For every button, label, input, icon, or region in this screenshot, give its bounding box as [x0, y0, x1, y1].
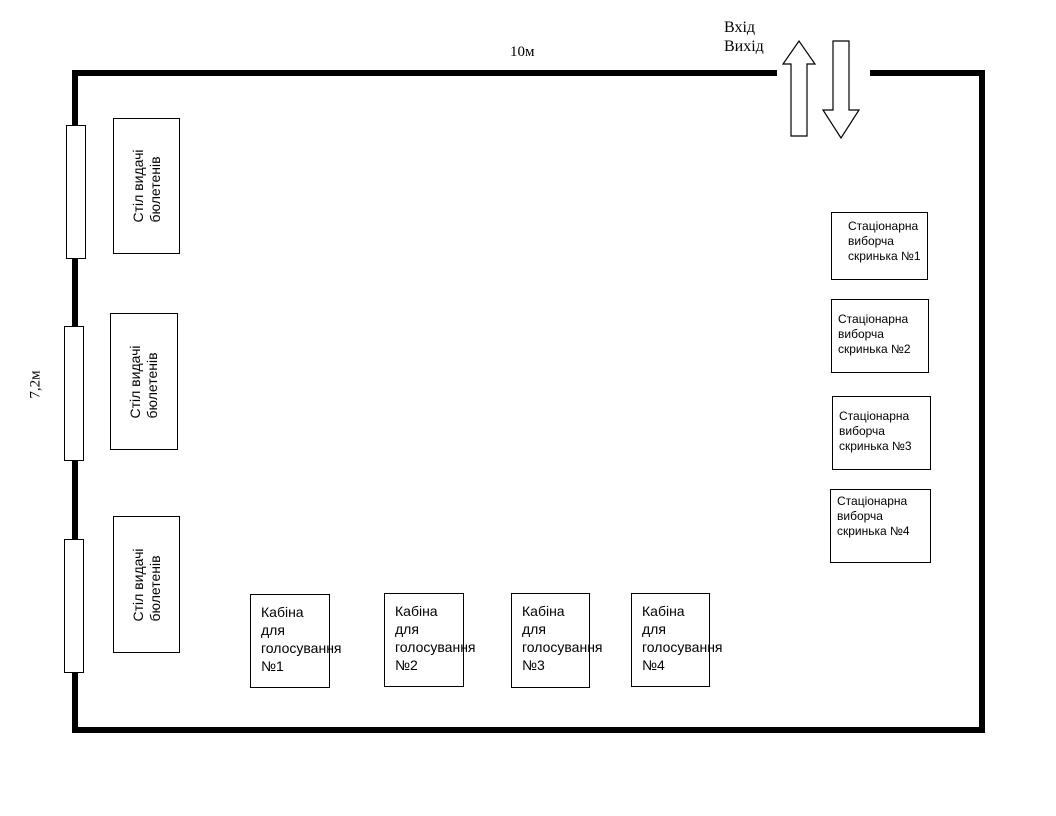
arrow-up-icon: [781, 39, 817, 137]
right-wall: [979, 70, 985, 733]
window: [64, 539, 84, 673]
width-label: 10м: [510, 44, 535, 60]
top-wall-right: [870, 70, 985, 76]
bottom-wall: [72, 727, 985, 733]
entry-exit-arrows-icon: [781, 39, 861, 140]
window: [64, 326, 84, 461]
entrance-label: Вхід: [724, 19, 756, 36]
voting-booth-3: Кабіна для голосування №3: [511, 593, 603, 688]
arrow-down-icon: [821, 40, 861, 140]
height-label: 7,2м: [27, 370, 44, 399]
top-wall-left: [72, 70, 777, 76]
exit-label: Вихід: [724, 38, 764, 55]
ballot-box-3: Стаціонарна виборча скринька №3: [832, 396, 931, 470]
window: [66, 125, 86, 259]
ballot-box-1: Стаціонарна виборча скринька №1: [831, 212, 928, 280]
voting-booth-4: Кабіна для голосування №4: [631, 593, 723, 687]
ballot-box-2: Стаціонарна виборча скринька №2: [831, 299, 929, 373]
voting-booth-2: Кабіна для голосування №2: [384, 593, 476, 687]
voting-booth-1: Кабіна для голосування №1: [250, 594, 342, 688]
ballot-box-4: Стаціонарна виборча скринька №4: [830, 489, 931, 563]
